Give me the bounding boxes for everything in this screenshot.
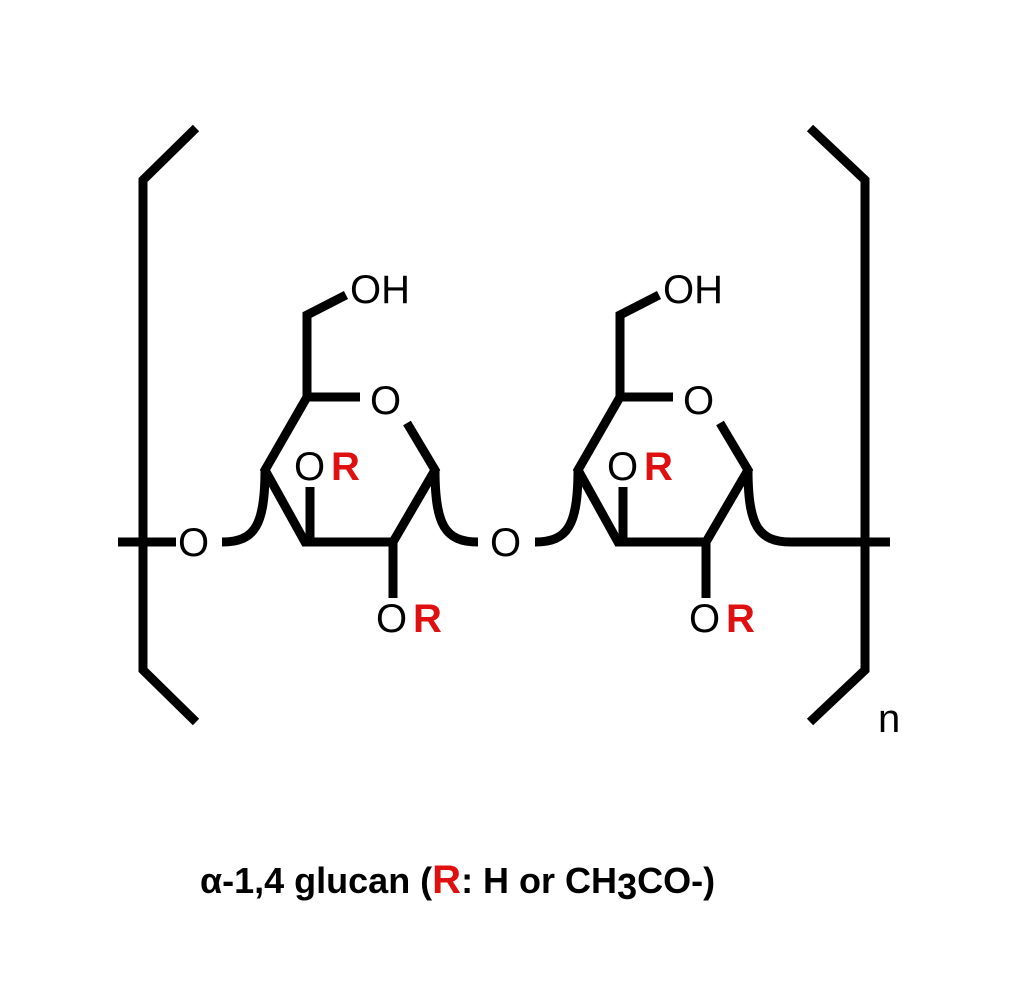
glucose-unit-1: O OH O R O R: [221, 268, 479, 641]
caption-subscript: 3: [617, 866, 637, 907]
ch2-bond: [302, 290, 349, 397]
caption-suffix: CO-): [637, 860, 715, 901]
c1-chain-bond: [743, 469, 890, 547]
c3-oxygen: O: [607, 445, 638, 489]
middle-link-oxygen: O: [490, 521, 521, 565]
c2-substituent: R: [413, 597, 442, 641]
c3-oxygen: O: [294, 445, 325, 489]
left-link-oxygen: O: [178, 521, 209, 565]
hydroxyl: OH: [663, 268, 723, 312]
ch2-bond: [615, 290, 662, 397]
c2-substituent: R: [726, 597, 755, 641]
repeat-subscript: n: [878, 697, 900, 741]
right-bracket: [806, 124, 870, 726]
glycosidic-bond: [221, 469, 270, 547]
caption-middle: : H or CH: [461, 860, 617, 901]
caption-prefix: α-1,4 glucan (: [200, 860, 432, 901]
c3-substituent: R: [331, 445, 360, 489]
hydroxyl: OH: [350, 268, 410, 312]
c2-oxygen: O: [376, 597, 407, 641]
glucose-unit-2: O OH O R O R: [534, 268, 890, 641]
ring-oxygen: O: [683, 379, 714, 423]
c3-substituent: R: [644, 445, 673, 489]
c2-oxygen: O: [689, 597, 720, 641]
ring-oxygen: O: [370, 379, 401, 423]
caption: α-1,4 glucan (R: H or CH3CO-): [200, 858, 715, 907]
caption-r: R: [432, 858, 461, 902]
c1-link-bond: [430, 469, 479, 547]
glycosidic-bond: [534, 469, 583, 547]
left-bracket: [138, 124, 200, 726]
